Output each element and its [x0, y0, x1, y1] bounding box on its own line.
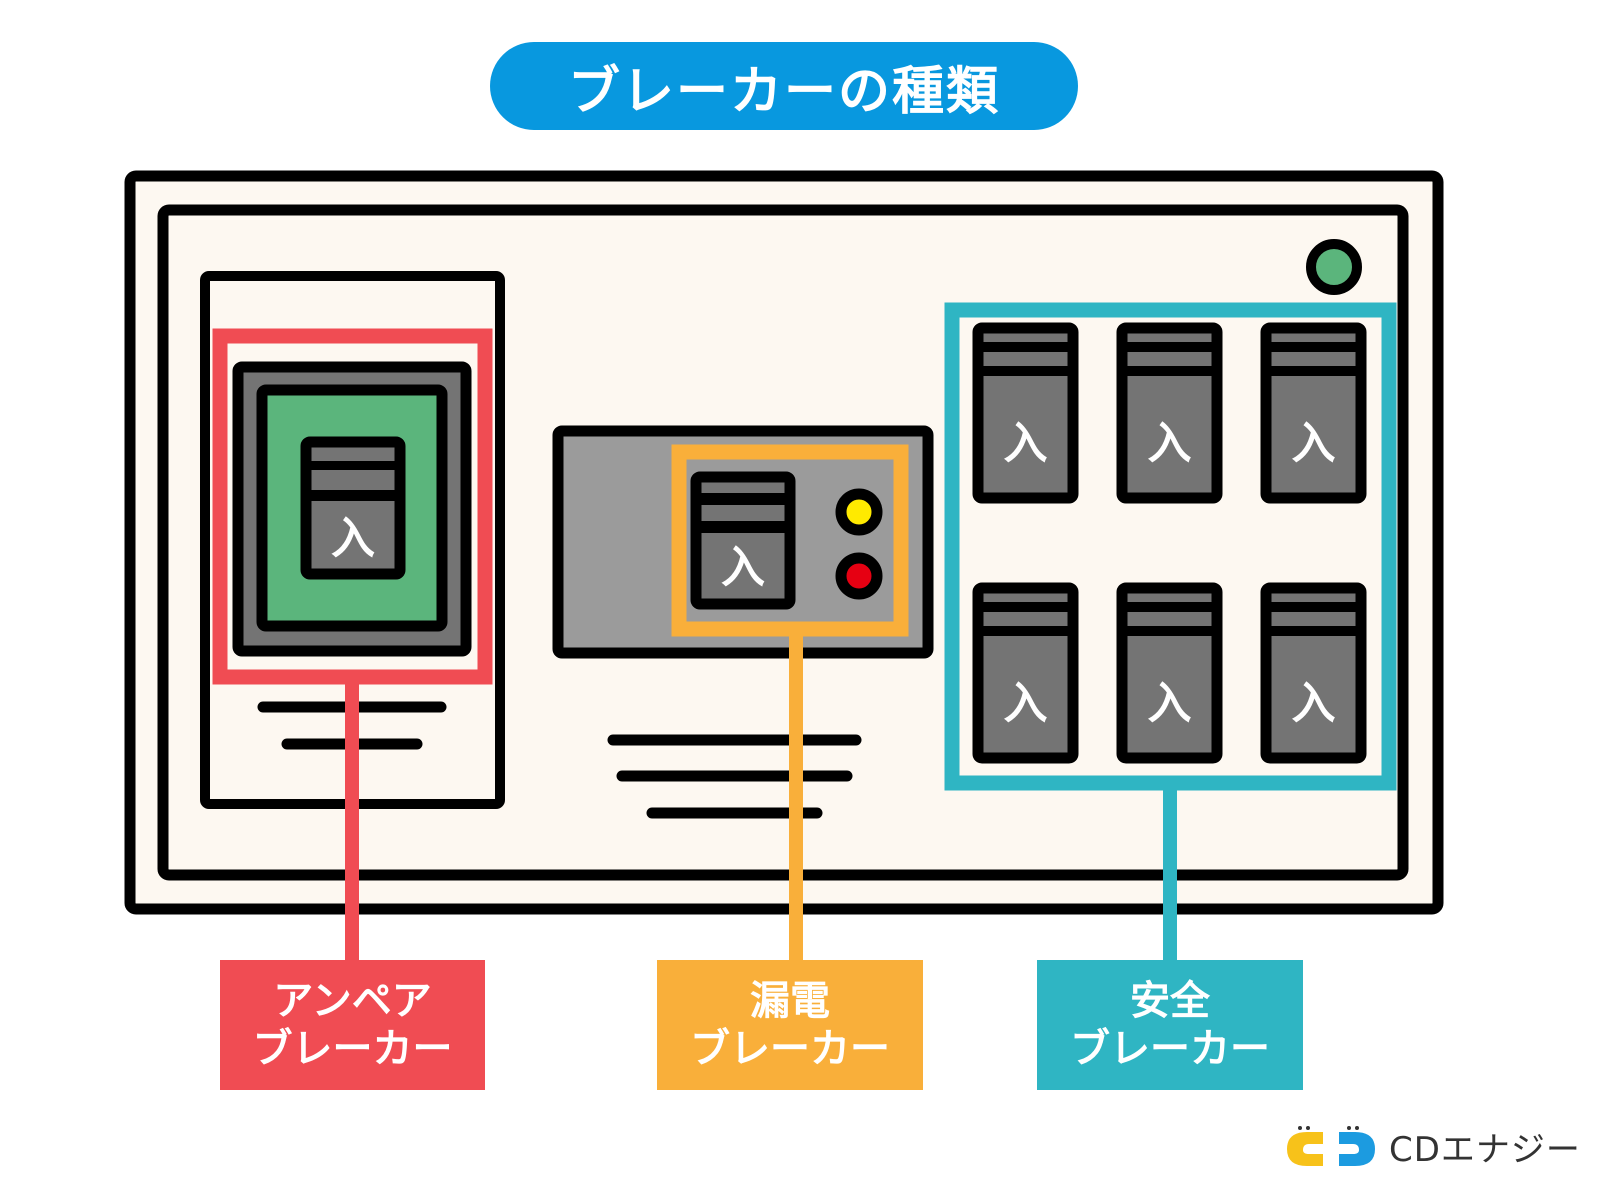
ampere-breaker-label: アンペア ブレーカー [220, 960, 485, 1090]
leakage-breaker-switch[interactable]: 入 [690, 471, 796, 610]
ampere-breaker-switch[interactable]: 入 [300, 436, 406, 580]
red-indicator-light [835, 552, 883, 600]
safety-breaker-switch[interactable]: 入 [972, 322, 1079, 504]
switch-on-label: 入 [331, 513, 375, 564]
switch-on-label: 入 [721, 542, 765, 593]
logo-text: CDエナジー [1389, 1129, 1581, 1170]
switch-on-label: 入 [1004, 418, 1048, 469]
label-line-1: アンペア [273, 978, 432, 1024]
switch-on-label: 入 [1292, 678, 1336, 729]
brand-logo: CDエナジー [1283, 1124, 1581, 1170]
label-line-2: ブレーカー [1070, 1026, 1270, 1072]
yellow-indicator-light [835, 488, 883, 536]
label-line-1: 漏電 [750, 978, 830, 1024]
safety-breaker-switch[interactable]: 入 [1260, 322, 1367, 504]
power-lamp [1306, 239, 1362, 295]
safety-breaker-switch[interactable]: 入 [1116, 322, 1223, 504]
safety-breaker-switch[interactable]: 入 [1260, 582, 1367, 764]
switch-on-label: 入 [1148, 418, 1192, 469]
label-line-2: ブレーカー [252, 1026, 453, 1072]
page-title: ブレーカーの種類 [490, 42, 1078, 130]
safety-breaker-switch[interactable]: 入 [972, 582, 1079, 764]
ampere-highlight-frame [212, 328, 493, 685]
label-line-1: 安全 [1130, 978, 1210, 1024]
switch-on-label: 入 [1292, 418, 1336, 469]
leakage-breaker-label: 漏電 ブレーカー [657, 960, 923, 1090]
label-line-2: ブレーカー [690, 1026, 890, 1072]
logo-mark-icon [1287, 1126, 1375, 1166]
safety-breaker-switch[interactable]: 入 [1116, 582, 1223, 764]
safety-breaker-label: 安全 ブレーカー [1037, 960, 1303, 1090]
switch-on-label: 入 [1004, 678, 1048, 729]
switch-on-label: 入 [1148, 678, 1192, 729]
